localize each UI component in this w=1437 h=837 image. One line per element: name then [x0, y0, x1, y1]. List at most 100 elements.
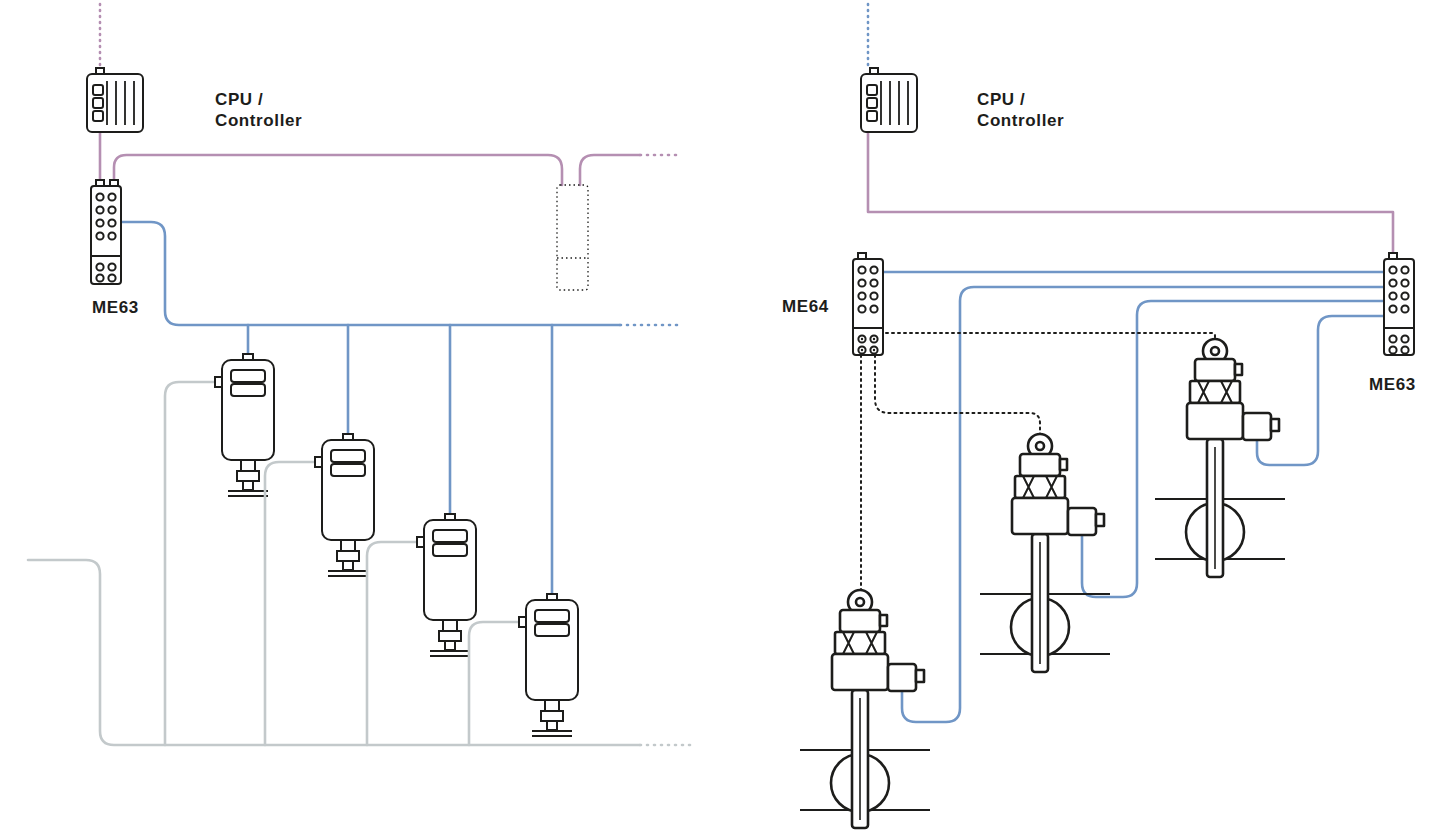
sensor-display [535, 624, 569, 636]
module-socket [108, 274, 115, 281]
card-slot [889, 81, 891, 125]
mount-line [328, 570, 368, 572]
module-socket [96, 206, 103, 213]
io-link-bus [118, 222, 620, 325]
status-led [867, 111, 877, 121]
status-led [93, 111, 103, 121]
module-socket [870, 292, 877, 299]
sensor-cable [860, 355, 862, 590]
module-socket [1389, 346, 1396, 353]
io-link-drop [551, 325, 554, 596]
sensor-display [433, 544, 467, 556]
device-label: ME63 [92, 297, 162, 318]
module-socket [858, 266, 865, 273]
switch-tab [1235, 364, 1242, 375]
stem-line [1039, 542, 1041, 664]
io-link-cable [902, 287, 1392, 722]
sensor-housing [424, 520, 476, 620]
solenoid [1243, 413, 1271, 440]
module-socket [108, 206, 115, 213]
module-socket [96, 232, 103, 239]
module-socket [1389, 292, 1396, 299]
module-socket [858, 346, 865, 353]
sensor-neck [443, 620, 457, 631]
pressure-sensor [519, 594, 578, 736]
module-socket [96, 193, 103, 200]
io-link-cable [878, 271, 1392, 274]
sensor-housing [322, 440, 374, 540]
io-link-drop [247, 325, 250, 356]
mount-line [328, 575, 368, 577]
sensor-thread [243, 481, 253, 490]
module-socket [1401, 335, 1408, 342]
sensor-port [417, 537, 424, 547]
module-socket [96, 263, 103, 270]
card-slot [106, 81, 108, 125]
module-socket [858, 305, 865, 312]
sensor-housing [526, 600, 578, 700]
io-link-drop [347, 325, 350, 436]
sensor-neck [545, 700, 559, 711]
pressure-sensor [417, 514, 476, 656]
status-led [867, 85, 877, 95]
process-pipe [28, 560, 640, 745]
module-socket [96, 219, 103, 226]
io-link-bus [620, 324, 680, 327]
sensor-nut [541, 711, 563, 721]
mount-line [228, 495, 268, 497]
module-housing [1384, 259, 1414, 355]
sensor-display [535, 610, 569, 622]
controller-housing [87, 74, 143, 132]
indicator-dot [1211, 347, 1219, 355]
valve-stem [1032, 534, 1048, 672]
module-socket [1401, 292, 1408, 299]
process-pipe [469, 622, 520, 745]
valve-stem [1207, 439, 1223, 577]
device-label: ME63 [1369, 374, 1437, 395]
valve-stem [852, 690, 868, 828]
module-socket [96, 274, 103, 281]
card-slot [133, 81, 135, 125]
io-link-drop [449, 325, 452, 516]
module-socket [1389, 266, 1396, 273]
sensor-port [519, 617, 526, 627]
module-housing [853, 259, 883, 355]
sensor-nut [237, 471, 259, 481]
network-cable [640, 154, 680, 157]
module-housing [91, 186, 121, 284]
module-divider [91, 255, 121, 257]
sensor-port [315, 457, 322, 467]
mount-line [532, 735, 572, 737]
butterfly-valve [980, 434, 1110, 672]
process-pipe [165, 382, 216, 745]
pressure-sensor [315, 434, 374, 576]
module-socket [1389, 279, 1396, 286]
module-socket [108, 263, 115, 270]
actuator-body [1012, 498, 1068, 534]
sensor-thread [547, 721, 557, 730]
card-slot [880, 81, 882, 125]
module-socket [1389, 305, 1396, 312]
sensor-thread [343, 561, 353, 570]
module-socket [108, 193, 115, 200]
device-outline [1383, 258, 1415, 356]
butterfly-valve [1155, 339, 1285, 577]
io-module: ME63 [1383, 258, 1415, 356]
solenoid-plug [916, 670, 924, 682]
device-label: CPU / Controller [215, 89, 327, 131]
solenoid-plug [1096, 514, 1104, 526]
network-cable [99, 133, 102, 181]
card-slot [115, 81, 117, 125]
card-slot [907, 81, 909, 125]
optional-module-divider [557, 257, 588, 258]
module-divider [853, 327, 883, 329]
actuator-head [835, 632, 885, 654]
mount-line [430, 655, 470, 657]
module-socket [1401, 305, 1408, 312]
network-cable [580, 155, 640, 185]
sensor-display [331, 464, 365, 476]
sensor-housing [222, 360, 274, 460]
socket-pin [873, 349, 875, 351]
sensor-neck [341, 540, 355, 551]
status-led [93, 98, 103, 108]
